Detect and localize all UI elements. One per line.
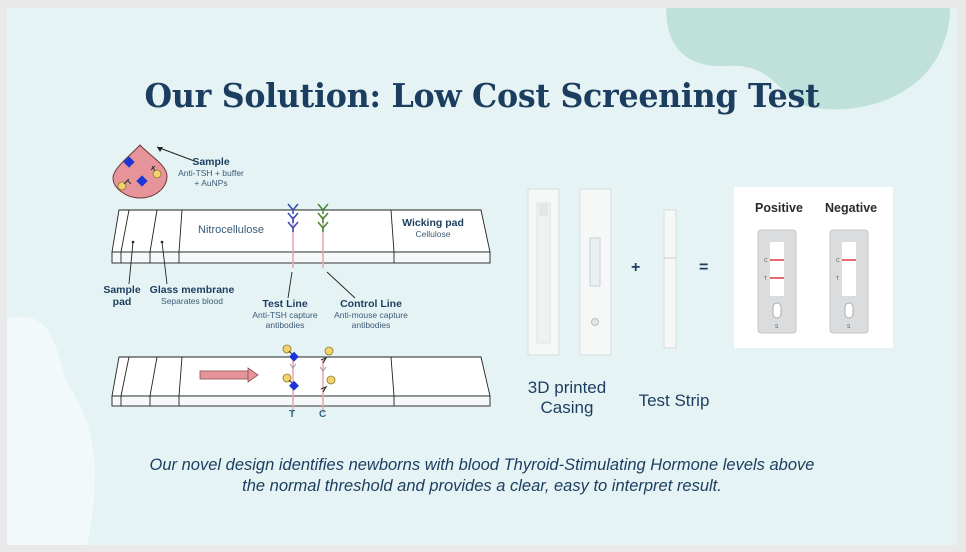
nitrocellulose-label: Nitrocellulose — [198, 224, 265, 236]
anti-mouse-antibody-icon — [317, 203, 329, 232]
bottom-strip — [111, 356, 491, 407]
summary-statement: Our novel design identifies newborns wit… — [149, 456, 815, 495]
results-card: Positive Negative C T S C T S — [734, 187, 893, 348]
casing-bottom-image — [527, 188, 560, 356]
positive-label: Positive — [755, 201, 803, 215]
neg-marker-s: S — [847, 324, 851, 330]
sample-label: Sample Anti-TSH + buffer + AuNPs — [178, 156, 244, 188]
wicking-pad-label: Wicking pad Cellulose — [402, 217, 464, 239]
bound-complex-control-icon — [319, 346, 336, 393]
sample-drop-icon — [112, 144, 168, 199]
top-strip — [111, 209, 491, 264]
anti-tsh-antibody-icon — [287, 203, 299, 232]
sample-arrow — [156, 146, 198, 163]
slide: Our Solution: Low Cost Screening Test — [7, 8, 957, 545]
positive-cassette-icon: C T S — [757, 229, 797, 334]
decorative-blob-top-right — [666, 8, 950, 110]
page-title: Our Solution: Low Cost Screening Test — [144, 76, 820, 115]
bound-complex-test-icon — [282, 344, 299, 391]
test-line-label: Test Line Anti-TSH capture antibodies — [252, 298, 318, 330]
pos-marker-s: S — [775, 324, 779, 330]
result-cassettes: C T S C T S — [757, 229, 869, 334]
pos-marker-c: C — [764, 258, 768, 264]
negative-cassette-icon: C T S — [829, 229, 869, 334]
decorative-blob-bottom-left — [7, 316, 95, 545]
test-strip-image — [663, 209, 677, 349]
control-marker-c: C — [319, 409, 327, 420]
neg-marker-c: C — [836, 258, 840, 264]
test-marker-t: T — [289, 409, 296, 420]
casing-top-image — [579, 188, 612, 356]
negative-label: Negative — [825, 201, 878, 215]
glass-membrane-label: Glass membrane Separates blood — [149, 284, 235, 306]
neg-marker-t: T — [836, 276, 839, 282]
test-strip-caption: Test Strip — [638, 391, 710, 410]
lateral-flow-diagram — [111, 144, 677, 413]
flow-direction-arrow-icon — [199, 367, 259, 383]
equals-sign: = — [699, 259, 709, 276]
pos-marker-t: T — [764, 276, 767, 282]
plus-sign: + — [631, 259, 641, 276]
casing-caption: 3D printed Casing — [527, 378, 607, 417]
sample-pad-label: Sample pad — [103, 284, 141, 308]
control-line-label: Control Line Anti-mouse capture antibodi… — [334, 298, 408, 330]
